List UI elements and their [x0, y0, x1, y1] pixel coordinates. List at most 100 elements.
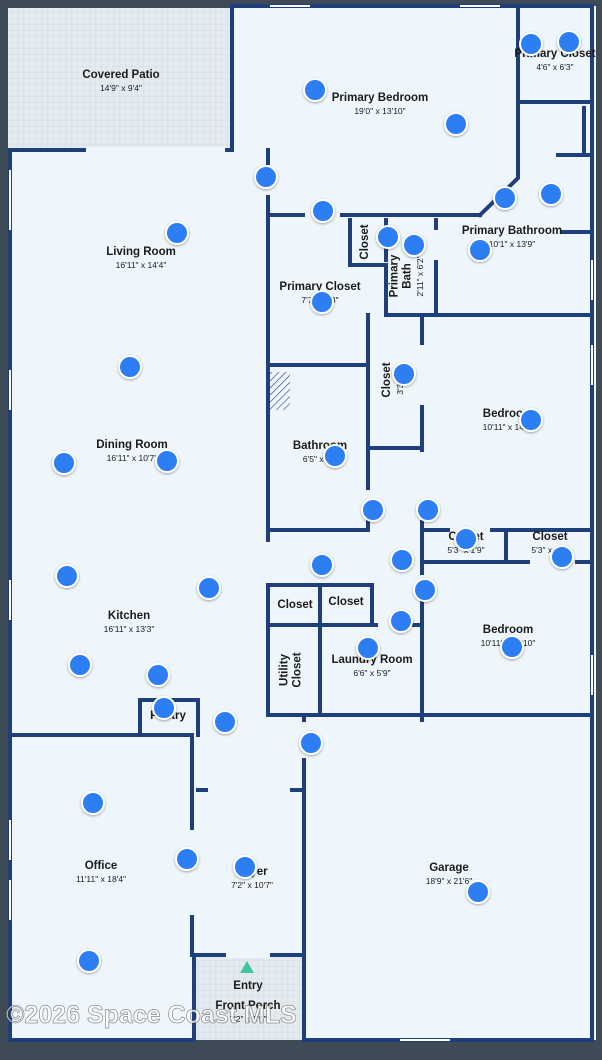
entry-marker-icon [240, 961, 254, 973]
room-name: Garage [429, 862, 469, 874]
room-name: Closet [292, 652, 304, 687]
photo-hotspot[interactable] [557, 30, 581, 54]
photo-hotspot[interactable] [310, 290, 334, 314]
photo-hotspot[interactable] [454, 527, 478, 551]
room-name: Dining Room [96, 439, 168, 451]
room-dimensions: 11'11" x 18'4" [76, 874, 126, 884]
photo-hotspot[interactable] [519, 408, 543, 432]
photo-hotspot[interactable] [390, 548, 414, 572]
room-name: Kitchen [108, 610, 150, 622]
room-dimensions: 6'5" x 10' [303, 454, 338, 464]
photo-hotspot[interactable] [361, 498, 385, 522]
photo-hotspot[interactable] [77, 949, 101, 973]
room-dimensions: 6'6" x 5'9" [353, 668, 390, 678]
room-name: Office [85, 860, 118, 872]
room-label-primary-bathroom: Primary Bathroom 10'1" x 13'9" [462, 225, 562, 249]
photo-hotspot[interactable] [68, 653, 92, 677]
room-dimensions: 10'1" x 13'9" [489, 239, 536, 249]
room-label-closet-laundry-left: Closet [277, 599, 312, 611]
photo-hotspot[interactable] [356, 636, 380, 660]
room-label-closet-small-vertical: Closet [359, 224, 371, 259]
photo-hotspot[interactable] [310, 553, 334, 577]
photo-hotspot[interactable] [81, 791, 105, 815]
room-dimensions: 5'3" x 1'9" [531, 545, 568, 555]
room-name: Closet [381, 362, 393, 397]
room-name: Primary Bedroom [332, 92, 429, 104]
room-dimensions: 7'2" x 5'5" [229, 1014, 266, 1024]
room-label-front-porch: Front Porch 7'2" x 5'5" [215, 1000, 280, 1024]
room-name: Bath [402, 263, 414, 289]
room-name: Closet [532, 531, 567, 543]
photo-hotspot[interactable] [213, 710, 237, 734]
room-name: Laundry Room [331, 654, 412, 666]
photo-hotspot[interactable] [539, 182, 563, 206]
photo-hotspot[interactable] [402, 233, 426, 257]
photo-hotspot[interactable] [152, 696, 176, 720]
photo-hotspot[interactable] [413, 578, 437, 602]
photo-hotspot[interactable] [466, 880, 490, 904]
room-name: Utility [279, 653, 291, 686]
room-name: Living Room [106, 246, 176, 258]
room-label-dining-room: Dining Room 16'11" x 10'7" [96, 439, 168, 463]
photo-hotspot[interactable] [118, 355, 142, 379]
room-name: Closet [328, 596, 363, 608]
room-name: Closet [277, 599, 312, 611]
hotspots[interactable] [52, 30, 581, 973]
photo-hotspot[interactable] [146, 663, 170, 687]
chase-hatch [270, 372, 290, 410]
photo-hotspot[interactable] [155, 449, 179, 473]
room-label-living-room: Living Room 16'11" x 14'4" [106, 246, 176, 270]
photo-hotspot[interactable] [165, 221, 189, 245]
room-dimensions: 7'2" x 10'7" [231, 880, 273, 890]
room-label-entry: Entry [233, 980, 263, 992]
photo-hotspot[interactable] [254, 165, 278, 189]
room-name: Closet [359, 224, 371, 259]
photo-hotspot[interactable] [416, 498, 440, 522]
watermark: ©2026 Space Coast MLS [6, 1001, 297, 1029]
photo-hotspot[interactable] [444, 112, 468, 136]
photo-hotspot[interactable] [311, 199, 335, 223]
photo-hotspot[interactable] [299, 731, 323, 755]
room-name: Primary Closet [279, 281, 360, 293]
room-name: Bedroom [483, 624, 533, 636]
photo-hotspot[interactable] [493, 186, 517, 210]
room-name: Front Porch [215, 1000, 280, 1012]
room-name: Primary [389, 254, 401, 297]
windows [9, 5, 593, 1041]
walls [8, 4, 594, 1042]
room-dimensions: 14'9" x 9'4" [100, 83, 142, 93]
room-name: Primary Bathroom [462, 225, 562, 237]
room-label-closet-laundry-right: Closet [328, 596, 363, 608]
room-name: Entry [233, 980, 263, 992]
room-dimensions: 10'11" x 14'0" [483, 422, 534, 432]
room-dimensions: 2'11" x 6'2" [415, 255, 425, 296]
photo-hotspot[interactable] [550, 545, 574, 569]
photo-hotspot[interactable] [392, 362, 416, 386]
photo-hotspot[interactable] [175, 847, 199, 871]
room-dimensions: 16'11" x 14'4" [116, 260, 167, 270]
photo-hotspot[interactable] [323, 444, 347, 468]
room-dimensions: 18'9" x 21'6" [426, 876, 473, 886]
photo-hotspot[interactable] [500, 635, 524, 659]
room-dimensions: 16'11" x 13'3" [104, 624, 155, 634]
photo-hotspot[interactable] [468, 238, 492, 262]
photo-hotspot[interactable] [376, 225, 400, 249]
room-label-primary-bedroom: Primary Bedroom 19'0" x 13'10" [332, 92, 429, 116]
photo-hotspot[interactable] [389, 609, 413, 633]
patio-floor [8, 8, 230, 148]
room-name: Covered Patio [82, 69, 159, 81]
photo-hotspot[interactable] [519, 32, 543, 56]
room-dimensions: 19'0" x 13'10" [354, 106, 405, 116]
photo-hotspot[interactable] [55, 564, 79, 588]
room-dimensions: 16'11" x 10'7" [107, 453, 158, 463]
photo-hotspot[interactable] [303, 78, 327, 102]
room-label-closet-b2-right: Closet 5'3" x 1'9" [531, 531, 568, 555]
room-label-office: Office 11'11" x 18'4" [76, 860, 126, 884]
photo-hotspot[interactable] [52, 451, 76, 475]
photo-hotspot[interactable] [233, 855, 257, 879]
photo-hotspot[interactable] [197, 576, 221, 600]
